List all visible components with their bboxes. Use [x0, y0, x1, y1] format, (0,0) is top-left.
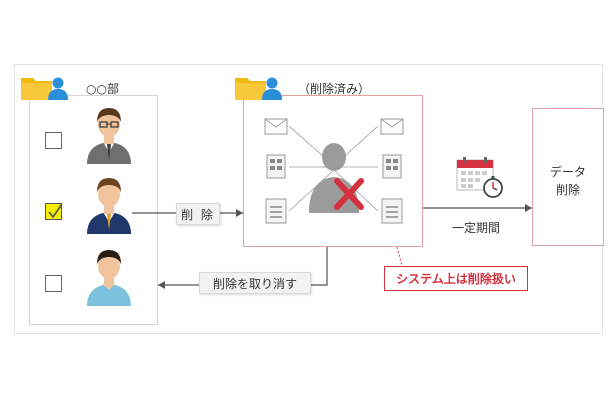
employee-checkbox-3[interactable] [45, 275, 62, 292]
erase-box-line1: データ [549, 165, 586, 179]
employee-checkbox-2[interactable] [45, 203, 63, 220]
employee-avatar-blue-suit [87, 178, 131, 234]
employee-checkbox-1[interactable] [45, 132, 62, 149]
text-document-icon [265, 198, 287, 224]
data-erase-box: データ 削除 [532, 108, 604, 246]
mail-icon [264, 118, 288, 135]
checkmark-icon [48, 203, 63, 219]
department-title: ○○部 [86, 82, 119, 96]
status-badge: システム上は削除扱い [384, 266, 528, 291]
form-document-icon [382, 154, 402, 179]
form-document-icon [266, 154, 286, 179]
calendar-clock-icon [456, 157, 503, 198]
erase-box-line2: 削除 [555, 183, 580, 197]
folder-user-icon [21, 77, 68, 100]
period-label: 一定期間 [452, 221, 501, 235]
folder-user-icon [235, 77, 282, 100]
delete-action-label[interactable]: 削 除 [176, 203, 220, 225]
undo-delete-action-label[interactable]: 削除を取り消す [199, 272, 311, 294]
text-document-icon [381, 198, 403, 224]
employee-avatar-casual [87, 250, 131, 306]
deleted-data-graphic [264, 118, 404, 224]
mail-icon [380, 118, 404, 135]
employee-avatar-glasses [87, 108, 131, 164]
red-cross-icon [334, 178, 364, 210]
deleted-folder-title: （削除済み） [298, 82, 371, 96]
deleted-user-silhouette-icon [309, 143, 359, 213]
